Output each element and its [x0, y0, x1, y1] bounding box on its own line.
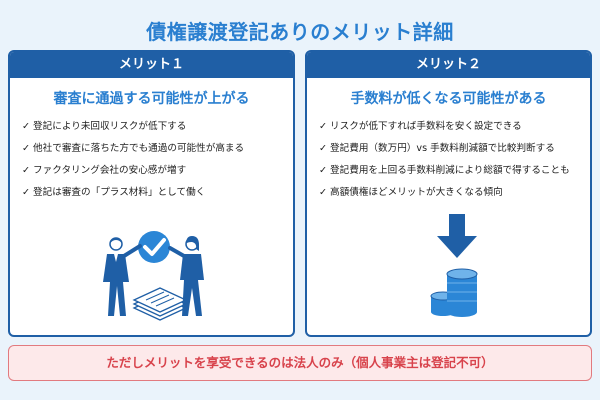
list-item-text: ファクタリング会社の安心感が増す [33, 165, 187, 176]
list-item: ✓登記費用（数万円）vs 手数料削減額で比較判断する [319, 142, 584, 155]
card-header: メリット１ [10, 52, 293, 78]
card-subtitle: 手数料が低くなる可能性がある [350, 91, 547, 107]
page-title: 債権譲渡登記ありのメリット詳細 [146, 20, 454, 44]
down-arrow-icon [437, 214, 477, 258]
document-stack-icon [132, 287, 188, 321]
list-item-text: 登記費用を上回る手数料削減により総額で得することも [330, 165, 570, 176]
check-icon: ✓ [319, 165, 328, 176]
check-icon: ✓ [22, 165, 31, 176]
check-icon: ✓ [319, 187, 328, 198]
list-item: ✓登記は審査の「プラス材料」として働く [22, 186, 287, 199]
check-circle-icon [138, 231, 170, 263]
coin-stack-icon [430, 268, 478, 317]
limitation-note: ただしメリットを享受できるのは法人のみ（個人事業主は登記不可） [8, 345, 592, 381]
merit-card-1: メリット１ 審査に通過する可能性が上がる ✓登記により未回収リスクが低下する ✓… [8, 50, 295, 337]
list-item: ✓登記費用を上回る手数料削減により総額で得することも [319, 164, 584, 177]
merit-list: ✓登記により未回収リスクが低下する ✓他社で審査に落ちた方でも通過の可能性が高ま… [10, 120, 293, 199]
merit-list: ✓リスクが低下すれば手数料を安く設定できる ✓登記費用（数万円）vs 手数料削減… [307, 120, 590, 199]
card-header: メリット２ [307, 52, 590, 78]
list-item-text: 登記は審査の「プラス材料」として働く [33, 187, 206, 198]
list-item: ✓他社で審査に落ちた方でも通過の可能性が高まる [22, 142, 287, 155]
list-item-text: リスクが低下すれば手数料を安く設定できる [330, 121, 522, 132]
arrow-coins-illustration [430, 214, 478, 317]
check-icon: ✓ [22, 143, 31, 154]
list-item: ✓ファクタリング会社の安心感が増す [22, 164, 287, 177]
check-icon: ✓ [319, 143, 328, 154]
list-item: ✓リスクが低下すれば手数料を安く設定できる [319, 120, 584, 133]
merit-card-2: メリット２ 手数料が低くなる可能性がある ✓リスクが低下すれば手数料を安く設定で… [305, 50, 592, 337]
people-handshake-check-illustration [103, 231, 204, 321]
businesswoman-figure [168, 236, 204, 316]
check-icon: ✓ [22, 187, 31, 198]
check-icon: ✓ [319, 121, 328, 132]
list-item-text: 登記により未回収リスクが低下する [33, 121, 187, 132]
card-subtitle: 審査に通過する可能性が上がる [53, 91, 250, 107]
list-item-text: 登記費用（数万円）vs 手数料削減額で比較判断する [330, 143, 555, 154]
check-icon: ✓ [22, 121, 31, 132]
businessman-figure [103, 237, 142, 316]
list-item: ✓登記により未回収リスクが低下する [22, 120, 287, 133]
list-item: ✓高額債権ほどメリットが大きくなる傾向 [319, 186, 584, 199]
list-item-text: 高額債権ほどメリットが大きくなる傾向 [330, 187, 503, 198]
list-item-text: 他社で審査に落ちた方でも通過の可能性が高まる [33, 143, 245, 154]
